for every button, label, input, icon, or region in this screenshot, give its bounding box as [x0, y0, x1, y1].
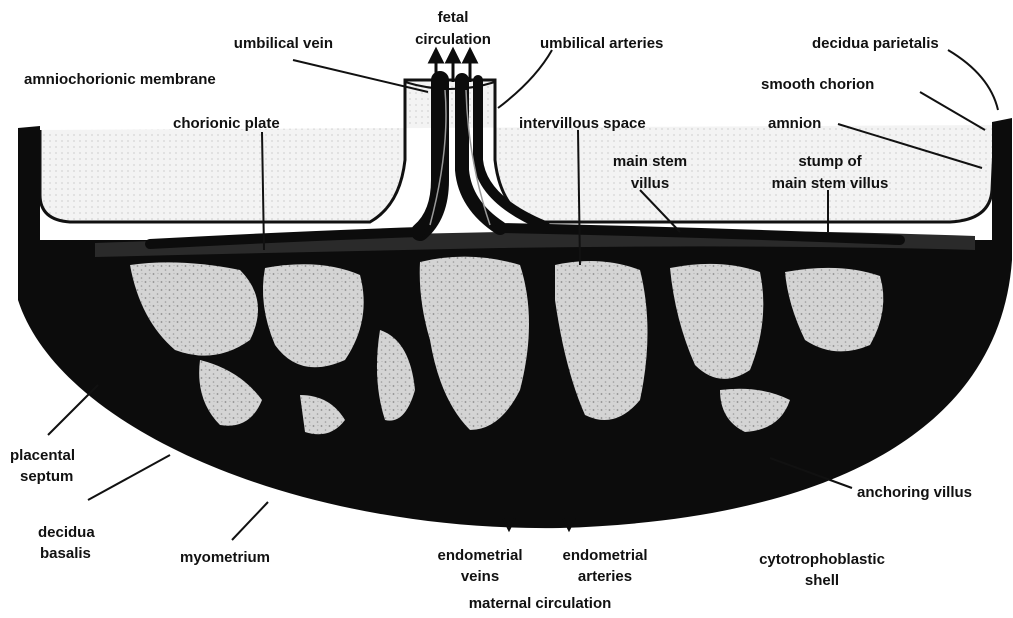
amnion-outline	[40, 80, 995, 222]
label-umbilical-arteries: umbilical arteries	[540, 35, 663, 52]
label-decidua-parietalis: decidua parietalis	[812, 35, 939, 52]
label-decidua: decidua	[38, 524, 95, 541]
label-circulation: circulation	[415, 31, 491, 48]
label-cytotrophoblastic: cytotrophoblastic	[759, 551, 885, 568]
label-umbilical-vein: umbilical vein	[234, 35, 333, 52]
label-main-stem-villus: main stem villus	[772, 175, 889, 192]
label-endometrial-veins-2: veins	[461, 568, 499, 585]
amniotic-sac	[40, 80, 995, 222]
fetal-circulation-arrows	[430, 50, 476, 82]
label-anchoring-villus: anchoring villus	[857, 484, 972, 501]
label-chorionic-plate: chorionic plate	[173, 115, 280, 132]
label-basalis: basalis	[40, 545, 91, 562]
label-villus: villus	[631, 175, 669, 192]
label-endometrial-arteries-2: arteries	[578, 568, 632, 585]
label-main-stem: main stem	[613, 153, 687, 170]
label-maternal-circulation: maternal circulation	[469, 595, 612, 612]
label-intervillous-space: intervillous space	[519, 115, 646, 132]
label-septum: septum	[20, 468, 73, 485]
label-endometrial-veins-1: endometrial	[437, 547, 522, 564]
label-amnion: amnion	[768, 115, 821, 132]
label-fetal: fetal	[438, 9, 469, 26]
label-endometrial-arteries-1: endometrial	[562, 547, 647, 564]
label-shell: shell	[805, 572, 839, 589]
label-amniochorionic-membrane: amniochorionic membrane	[24, 71, 216, 88]
label-smooth-chorion: smooth chorion	[761, 76, 874, 93]
label-placental: placental	[10, 447, 75, 464]
label-myometrium: myometrium	[180, 549, 270, 566]
label-stump-of: stump of	[798, 153, 862, 170]
